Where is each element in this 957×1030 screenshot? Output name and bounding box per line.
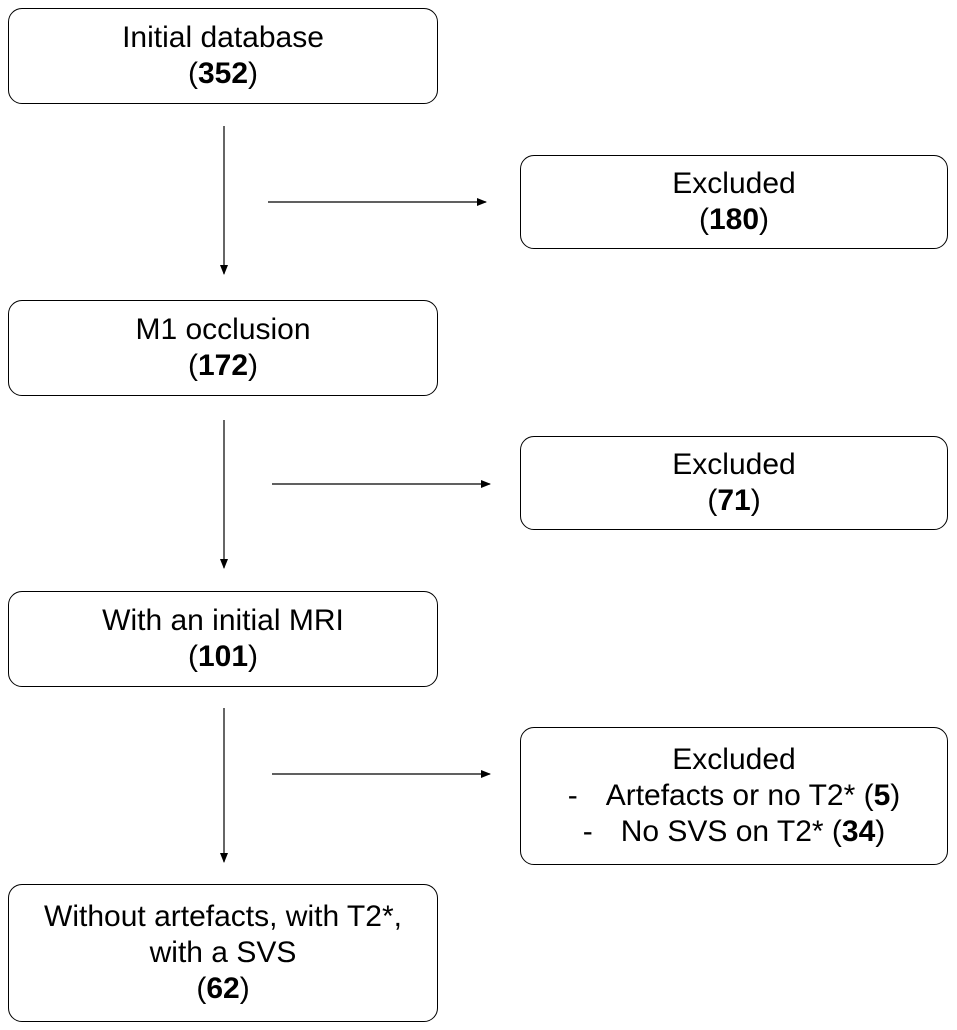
stage-label: With an initial MRI [102,604,344,637]
excluded-reason-text: No SVS on T2* [620,815,824,848]
stage-count: 62 [206,972,240,1005]
excluded-label: Excluded [672,167,796,200]
stage-final-cohort: Without artefacts, with T2*, with a SVS … [8,884,438,1022]
excluded-reason-artefacts: -Artefacts or no T2* (5) [567,779,901,812]
excluded-box-1: Excluded (180) [520,155,948,249]
excluded-label: Excluded [672,743,796,776]
stage-count: 172 [197,349,249,382]
stage-label: M1 occlusion [135,313,311,346]
stage-initial-database: Initial database (352) [8,8,438,104]
stage-m1-occlusion: M1 occlusion (172) [8,300,438,396]
excluded-reason-no-svs: -No SVS on T2* (34) [582,815,886,848]
stage-count: 352 [197,57,249,90]
excluded-count: 180 [708,203,760,236]
excluded-reason-count: 34 [841,815,876,848]
excluded-box-3: Excluded -Artefacts or no T2* (5) -No SV… [520,727,948,865]
excluded-box-2: Excluded (71) [520,436,948,530]
stage-initial-mri: With an initial MRI (101) [8,591,438,687]
stage-count: 101 [197,640,249,673]
stage-label: Initial database [122,21,324,54]
excluded-count: 71 [717,484,751,517]
excluded-label: Excluded [672,448,796,481]
list-bullet: - [567,779,578,812]
list-bullet: - [582,815,593,848]
stage-label-line2: with a SVS [149,936,297,969]
excluded-reason-text: Artefacts or no T2* [605,779,856,812]
excluded-reason-count: 5 [873,779,891,812]
stage-label-line1: Without artefacts, with T2*, [44,900,402,933]
